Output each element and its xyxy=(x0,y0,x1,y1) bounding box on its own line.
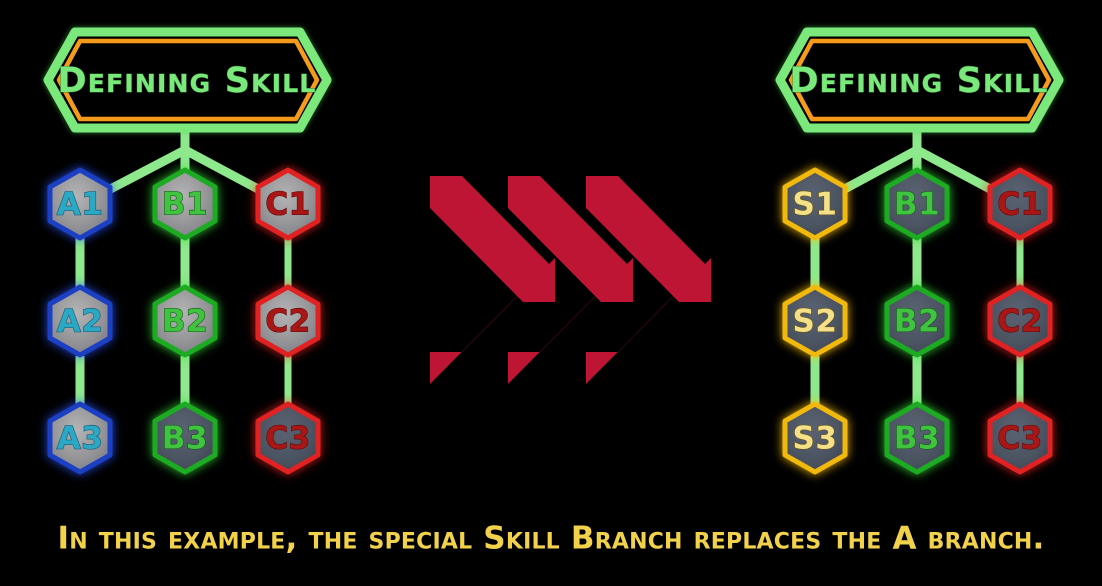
chevron-right-icon-1 xyxy=(430,176,555,302)
branch-b-node-b3[interactable]: B3 xyxy=(152,401,218,475)
before-tree-banner[interactable]: Defining Skill xyxy=(43,27,332,133)
node-hex xyxy=(884,167,950,241)
node-label: B2 xyxy=(162,304,208,340)
branch-c-node-c3-after[interactable]: C3 xyxy=(987,401,1053,475)
node-hex xyxy=(255,401,321,475)
chevron-right-icon-3 xyxy=(586,176,711,302)
node-label: C2 xyxy=(997,304,1042,340)
node-hex xyxy=(47,167,113,241)
node-hex xyxy=(782,401,848,475)
node-label: C3 xyxy=(265,421,310,457)
branch-c-node-c2-after[interactable]: C2 xyxy=(987,284,1053,358)
branch-s-node-s1[interactable]: S1 xyxy=(782,167,848,241)
node-hex xyxy=(884,401,950,475)
node-hex xyxy=(884,284,950,358)
branch-b-node-b1[interactable]: B1 xyxy=(152,167,218,241)
node-hex xyxy=(987,401,1053,475)
link-banner-to-c1 xyxy=(180,125,293,210)
branch-a-node-a1[interactable]: A1 xyxy=(47,167,113,241)
caption-text: In this example, the special Skill Branc… xyxy=(57,521,1044,557)
banner-outline-outer xyxy=(43,27,332,133)
link-banner-to-c1 xyxy=(912,125,1025,210)
branch-a-node-a3[interactable]: A3 xyxy=(47,401,113,475)
node-label: C1 xyxy=(997,187,1042,223)
node-label: B1 xyxy=(162,187,208,223)
node-hex xyxy=(987,284,1053,358)
node-label: B2 xyxy=(894,304,940,340)
node-hex xyxy=(152,167,218,241)
node-label: A2 xyxy=(57,304,104,340)
chevron-right-icon-3-lower xyxy=(586,258,711,384)
node-label: S3 xyxy=(793,421,838,457)
node-label: B3 xyxy=(162,421,208,457)
node-label: S1 xyxy=(793,187,838,223)
node-hex xyxy=(255,167,321,241)
branch-c-node-c2[interactable]: C2 xyxy=(255,284,321,358)
node-label: C1 xyxy=(265,187,310,223)
banner-outline-inner xyxy=(56,38,320,122)
node-hex xyxy=(255,284,321,358)
node-hex xyxy=(152,284,218,358)
node-label: C2 xyxy=(265,304,310,340)
branch-c-node-c1-after[interactable]: C1 xyxy=(987,167,1053,241)
node-label: B3 xyxy=(894,421,940,457)
branch-b-node-b2[interactable]: B2 xyxy=(152,284,218,358)
node-hex xyxy=(987,167,1053,241)
banner-outline-inner xyxy=(788,38,1052,122)
node-hex xyxy=(782,167,848,241)
branch-c-node-c3[interactable]: C3 xyxy=(255,401,321,475)
node-label: B1 xyxy=(894,187,940,223)
branch-b-node-b3-after[interactable]: B3 xyxy=(884,401,950,475)
node-label: A3 xyxy=(57,421,104,457)
node-hex xyxy=(782,284,848,358)
branch-a-node-a2[interactable]: A2 xyxy=(47,284,113,358)
node-label: A1 xyxy=(57,187,104,223)
after-tree: Defining Skill S1 S2 S3 B1 B2 xyxy=(775,27,1064,475)
banner-label: Defining Skill xyxy=(790,61,1049,101)
branch-c-node-c1[interactable]: C1 xyxy=(255,167,321,241)
chevron-right-icon-2-lower xyxy=(508,258,633,384)
banner-label: Defining Skill xyxy=(58,61,317,101)
banner-outline-outer xyxy=(775,27,1064,133)
node-label: S2 xyxy=(793,304,838,340)
after-tree-banner[interactable]: Defining Skill xyxy=(775,27,1064,133)
branch-b-node-b2-after[interactable]: B2 xyxy=(884,284,950,358)
transition-arrows xyxy=(430,176,711,384)
node-hex xyxy=(47,284,113,358)
branch-s-node-s3[interactable]: S3 xyxy=(782,401,848,475)
node-hex xyxy=(47,401,113,475)
before-tree: Defining Skill A1 A2 A3 B1 B2 xyxy=(43,27,332,475)
chevron-right-icon-1-lower xyxy=(430,258,555,384)
branch-b-node-b1-after[interactable]: B1 xyxy=(884,167,950,241)
node-label: C3 xyxy=(997,421,1042,457)
branch-s-node-s2[interactable]: S2 xyxy=(782,284,848,358)
chevron-right-icon-2 xyxy=(508,176,633,302)
node-hex xyxy=(152,401,218,475)
